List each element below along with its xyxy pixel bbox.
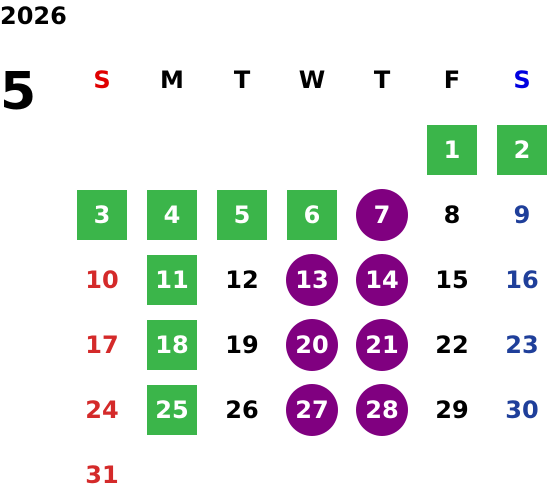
day-cell-5[interactable]: 5: [217, 190, 267, 240]
weekday-fri: F: [443, 66, 461, 94]
day-cell-21[interactable]: 21: [356, 319, 408, 371]
weekday-mon: M: [160, 66, 184, 94]
weekday-thu: T: [373, 66, 391, 94]
day-cell-14[interactable]: 14: [356, 254, 408, 306]
day-cell-29[interactable]: 29: [435, 396, 469, 424]
weekday-sat: S: [513, 66, 531, 94]
calendar-month: 5: [0, 62, 37, 122]
weekday-tue: T: [233, 66, 251, 94]
day-cell-22[interactable]: 22: [435, 331, 469, 359]
day-cell-18[interactable]: 18: [147, 320, 197, 370]
day-cell-10[interactable]: 10: [85, 266, 119, 294]
day-cell-31[interactable]: 31: [85, 461, 119, 489]
day-cell-24[interactable]: 24: [85, 396, 119, 424]
day-cell-16[interactable]: 16: [505, 266, 539, 294]
day-cell-3[interactable]: 3: [77, 190, 127, 240]
day-cell-27[interactable]: 27: [286, 384, 338, 436]
day-cell-8[interactable]: 8: [443, 201, 461, 229]
day-cell-23[interactable]: 23: [505, 331, 539, 359]
day-cell-25[interactable]: 25: [147, 385, 197, 435]
day-cell-17[interactable]: 17: [85, 331, 119, 359]
day-cell-4[interactable]: 4: [147, 190, 197, 240]
calendar-year: 2026: [0, 2, 67, 30]
day-cell-19[interactable]: 19: [225, 331, 259, 359]
day-cell-20[interactable]: 20: [286, 319, 338, 371]
day-cell-30[interactable]: 30: [505, 396, 539, 424]
day-cell-11[interactable]: 11: [147, 255, 197, 305]
day-cell-2[interactable]: 2: [497, 125, 547, 175]
day-cell-6[interactable]: 6: [287, 190, 337, 240]
day-cell-26[interactable]: 26: [225, 396, 259, 424]
day-cell-12[interactable]: 12: [225, 266, 259, 294]
weekday-wed: W: [298, 66, 326, 94]
day-cell-9[interactable]: 9: [513, 201, 531, 229]
day-cell-13[interactable]: 13: [286, 254, 338, 306]
day-cell-15[interactable]: 15: [435, 266, 469, 294]
day-cell-1[interactable]: 1: [427, 125, 477, 175]
day-cell-28[interactable]: 28: [356, 384, 408, 436]
weekday-sun: S: [93, 66, 111, 94]
day-cell-7[interactable]: 7: [356, 189, 408, 241]
